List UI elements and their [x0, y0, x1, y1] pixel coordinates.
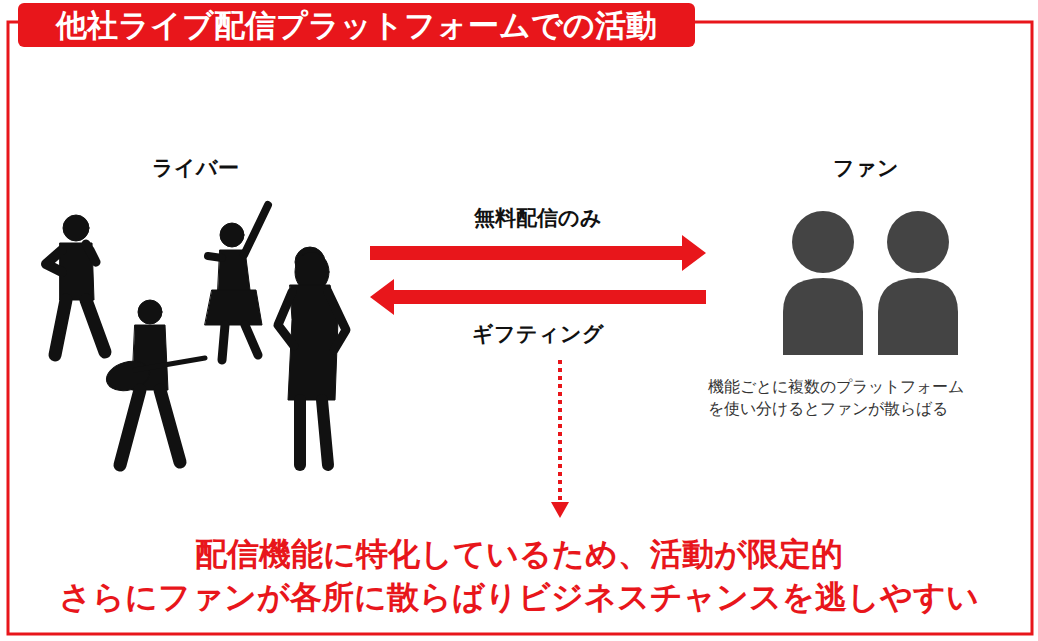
- flow-arrow: [370, 279, 706, 315]
- silhouette-arm: [86, 244, 96, 262]
- person-head: [887, 211, 949, 273]
- frame-border: [8, 22, 1032, 634]
- silhouette-head: [63, 215, 89, 241]
- person-head: [792, 211, 854, 273]
- edge-label: 無料配信のみ: [470, 204, 606, 232]
- silhouette-leg: [160, 390, 180, 462]
- silhouette-leg: [294, 400, 306, 465]
- silhouette-head: [220, 223, 244, 247]
- fan-icons: [783, 211, 958, 355]
- silhouette-arm: [46, 250, 62, 272]
- dotted-leader-head: [551, 502, 569, 518]
- silhouette-leg: [86, 300, 105, 352]
- silhouette-arm: [278, 292, 294, 346]
- guitar-neck: [135, 358, 205, 370]
- group-heading: ファン: [706, 152, 1026, 182]
- dotted-leader: [558, 360, 562, 503]
- silhouette-arm: [244, 205, 268, 255]
- silhouette-skirt: [205, 290, 262, 325]
- conclusion-text: 配信機能に特化しているため、活動が限定的: [195, 534, 843, 574]
- silhouette-leg: [245, 325, 258, 355]
- silhouette-head: [138, 300, 162, 324]
- performer-silhouettes: [46, 205, 346, 465]
- conclusion-text: さらにファンが各所に散らばりビジネスチャンスを逃しやすい: [59, 577, 979, 617]
- edge-label: ギフティング: [468, 320, 608, 348]
- silhouette-leg: [120, 390, 140, 465]
- silhouette-arm: [328, 292, 346, 350]
- performer-group: ライバー: [20, 152, 370, 482]
- silhouette-arm: [208, 256, 222, 258]
- silhouette-leg: [322, 400, 328, 465]
- fan-group: ファン機能ごとに複数のプラットフォーム を使い分けるとファンが散らばる: [706, 152, 1026, 432]
- silhouette-leg: [55, 300, 66, 355]
- group-heading: ライバー: [20, 152, 370, 182]
- person-body: [878, 278, 958, 355]
- person-body: [783, 278, 863, 355]
- note-text: 機能ごとに複数のプラットフォーム を使い分けるとファンが散らばる: [708, 376, 977, 419]
- silhouette-leg: [222, 325, 225, 360]
- flow-arrow: [370, 235, 706, 271]
- title-tab: 他社ライブ配信プラットフォームでの活動: [18, 3, 695, 47]
